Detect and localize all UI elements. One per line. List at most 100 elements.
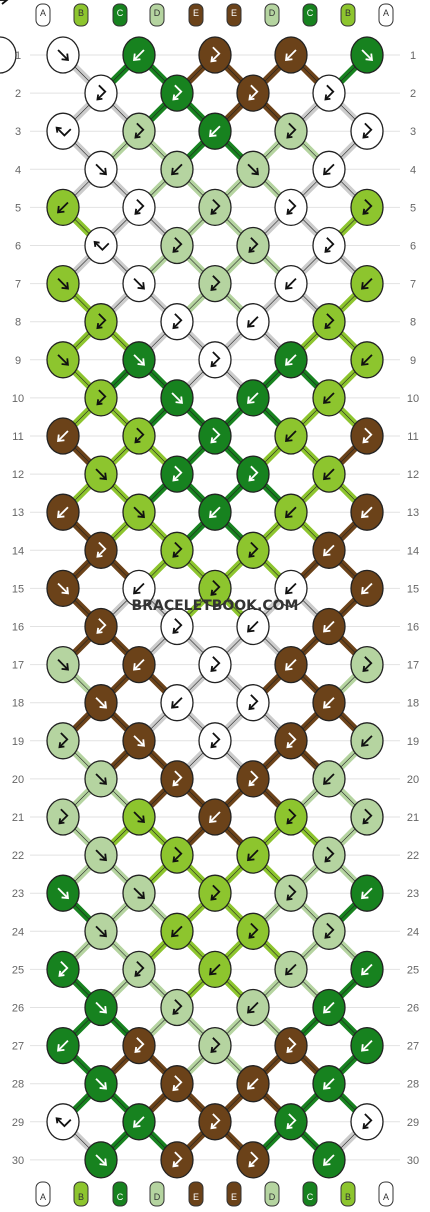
knot-oval <box>236 1141 270 1179</box>
arrow-shaft <box>95 1078 106 1089</box>
arrow-head <box>285 358 293 366</box>
arrow-shaft <box>248 1078 259 1089</box>
arrow-shaft <box>95 1154 106 1165</box>
arrow-head <box>134 437 141 444</box>
arrow-shaft <box>173 770 183 786</box>
knot-oval <box>198 874 232 912</box>
knot-oval <box>160 455 194 493</box>
knot-oval <box>160 531 194 569</box>
knot-oval <box>46 1103 80 1141</box>
knot-arrow-icon <box>285 49 297 61</box>
arrow-shaft <box>249 770 259 786</box>
arrow-head <box>324 94 331 101</box>
knot-arrow-icon <box>361 506 373 519</box>
knot-arrow-icon <box>57 887 69 900</box>
knot-arrow-icon <box>286 1037 297 1054</box>
knot <box>46 1103 80 1141</box>
knot-arrow-icon <box>286 122 297 139</box>
row-number-left: 13 <box>12 507 24 519</box>
arrow-shaft <box>58 506 69 518</box>
row-number-right: 17 <box>407 660 419 672</box>
knot <box>350 264 384 303</box>
knot-arrow-icon <box>172 465 183 482</box>
arrow-shaft <box>248 849 259 860</box>
knot-arrow-icon <box>248 237 259 253</box>
knot-arrow-icon <box>361 354 373 366</box>
knot <box>46 341 80 379</box>
knot <box>198 722 232 760</box>
knot <box>122 950 156 989</box>
arrow-shaft <box>324 620 335 632</box>
knot <box>236 1141 270 1179</box>
arrow-head <box>61 282 69 290</box>
knot-arrow-icon <box>285 659 297 671</box>
arrow-shaft <box>172 925 183 937</box>
knot-oval <box>236 226 270 265</box>
arrow-shaft <box>173 541 183 557</box>
knot-oval <box>198 722 232 760</box>
knot <box>274 569 308 608</box>
strand-label: B <box>345 8 351 18</box>
arrow-shaft <box>249 694 259 709</box>
arrow-head <box>286 1046 293 1054</box>
arrow-head <box>324 856 331 863</box>
knot-arrow-icon <box>324 84 335 101</box>
arrow-head <box>323 1082 331 1090</box>
knot-arrow-icon <box>362 198 373 215</box>
arrow-shaft <box>94 242 110 252</box>
arrow-shaft <box>95 925 106 937</box>
knot <box>350 36 384 74</box>
arrow-shaft <box>97 389 107 405</box>
arrow-shaft <box>135 1037 145 1052</box>
arrow-head <box>134 208 141 215</box>
row-number-right: 16 <box>407 622 419 634</box>
row-number-right: 22 <box>407 850 419 862</box>
knot-oval <box>198 264 232 303</box>
arrow-head <box>137 358 145 366</box>
knot <box>198 569 232 608</box>
strand-label: C <box>307 1192 314 1202</box>
row-number-left: 15 <box>12 583 24 595</box>
row-number-left: 28 <box>12 1079 24 1091</box>
knot-arrow-icon <box>285 963 297 976</box>
knot-oval <box>312 74 346 112</box>
arrow-shaft <box>287 198 297 214</box>
knot-arrow-icon <box>323 544 335 557</box>
strand-label: A <box>383 1192 389 1202</box>
knot-arrow-icon <box>210 579 221 596</box>
strand-column-top <box>378 3 394 27</box>
row-number-left: 3 <box>15 126 21 138</box>
arrow-head <box>61 891 69 900</box>
knot-arrow-icon <box>171 392 183 404</box>
knot <box>160 379 194 417</box>
knot-arrow-icon <box>134 1037 145 1054</box>
knot-arrow-icon <box>248 770 259 787</box>
knot-arrow-icon <box>55 1117 72 1128</box>
knot-oval <box>160 74 194 112</box>
knot <box>160 303 194 341</box>
arrow-shaft <box>58 201 69 213</box>
arrow-shaft <box>363 808 373 824</box>
arrow-shaft <box>173 846 183 862</box>
arrow-shaft <box>211 427 221 443</box>
knot-oval <box>160 607 194 646</box>
knot <box>122 36 156 74</box>
arrow-head <box>323 396 331 404</box>
arrow-head <box>323 167 331 176</box>
knot-arrow-icon <box>57 430 69 442</box>
knot <box>350 950 384 989</box>
strand-label: A <box>40 1192 46 1202</box>
knot <box>84 836 118 874</box>
knot-oval <box>350 188 384 227</box>
strand-column-bottom <box>73 1181 89 1207</box>
knot <box>160 1065 194 1103</box>
arrow-shaft <box>134 49 145 60</box>
arrow-head <box>172 1084 179 1092</box>
arrow-head <box>61 663 69 671</box>
knot-arrow-icon <box>210 1113 221 1130</box>
arrow-shaft <box>97 84 107 100</box>
arrow-shaft <box>363 122 373 138</box>
knot-oval <box>274 1026 308 1065</box>
knot <box>198 112 232 150</box>
